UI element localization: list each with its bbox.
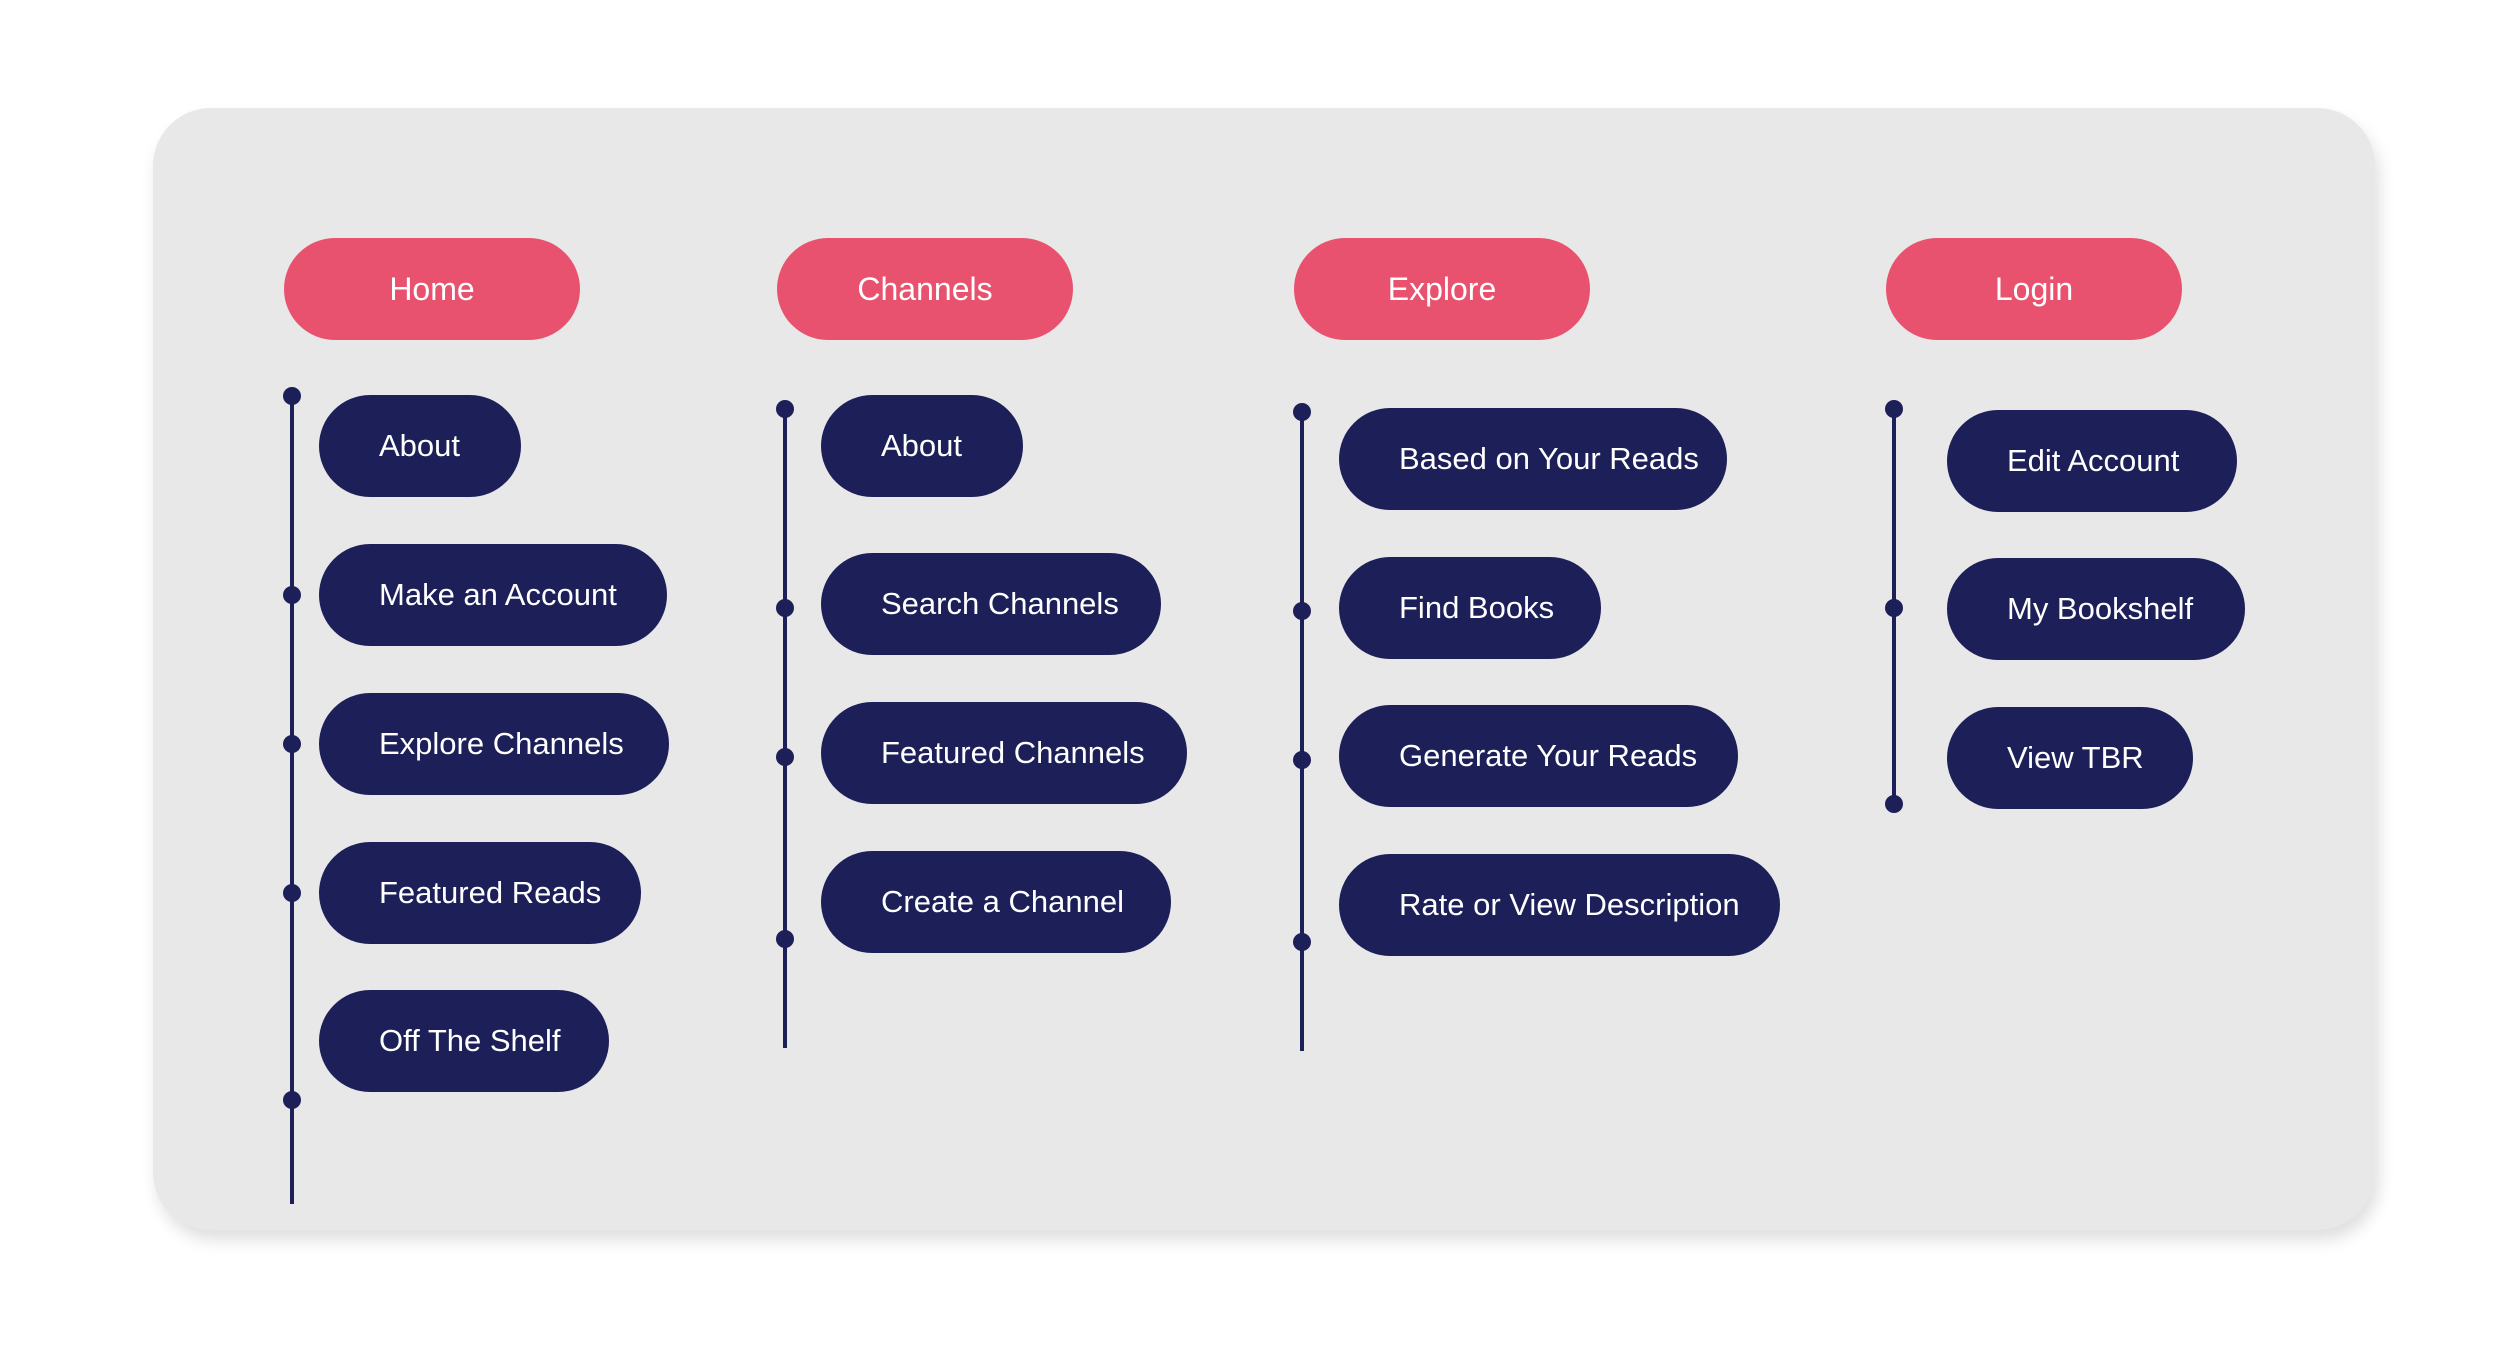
tree-dot bbox=[283, 586, 301, 604]
tree-line-explore bbox=[1300, 411, 1304, 1051]
item-home-about[interactable]: About bbox=[319, 395, 521, 497]
sitemap-card: Home About Make an Account Explore Chann… bbox=[153, 108, 2375, 1230]
tree-dot bbox=[283, 884, 301, 902]
tree-dot bbox=[776, 599, 794, 617]
tree-dot bbox=[283, 1091, 301, 1109]
item-home-make-account[interactable]: Make an Account bbox=[319, 544, 667, 646]
item-login-my-bookshelf[interactable]: My Bookshelf bbox=[1947, 558, 2245, 660]
tree-line-home bbox=[290, 395, 294, 1204]
item-home-featured-reads[interactable]: Featured Reads bbox=[319, 842, 641, 944]
item-channels-create[interactable]: Create a Channel bbox=[821, 851, 1171, 953]
item-channels-featured[interactable]: Featured Channels bbox=[821, 702, 1187, 804]
tree-dot bbox=[776, 400, 794, 418]
item-home-explore-channels[interactable]: Explore Channels bbox=[319, 693, 669, 795]
tree-dot bbox=[1293, 751, 1311, 769]
item-explore-find-books[interactable]: Find Books bbox=[1339, 557, 1601, 659]
item-login-view-tbr[interactable]: View TBR bbox=[1947, 707, 2193, 809]
tree-dot bbox=[1293, 403, 1311, 421]
tree-dot bbox=[776, 930, 794, 948]
tree-dot bbox=[1293, 602, 1311, 620]
item-login-edit-account[interactable]: Edit Account bbox=[1947, 410, 2237, 512]
header-home[interactable]: Home bbox=[284, 238, 580, 340]
tree-line-channels bbox=[783, 408, 787, 1048]
tree-dot bbox=[283, 387, 301, 405]
tree-dot bbox=[1885, 795, 1903, 813]
tree-dot bbox=[776, 748, 794, 766]
item-explore-rate-view[interactable]: Rate or View Description bbox=[1339, 854, 1780, 956]
header-explore[interactable]: Explore bbox=[1294, 238, 1590, 340]
tree-dot bbox=[1293, 933, 1311, 951]
item-channels-search[interactable]: Search Channels bbox=[821, 553, 1161, 655]
item-explore-based-on-reads[interactable]: Based on Your Reads bbox=[1339, 408, 1727, 510]
item-channels-about[interactable]: About bbox=[821, 395, 1023, 497]
tree-dot bbox=[283, 735, 301, 753]
tree-dot bbox=[1885, 400, 1903, 418]
item-explore-generate-reads[interactable]: Generate Your Reads bbox=[1339, 705, 1738, 807]
header-channels[interactable]: Channels bbox=[777, 238, 1073, 340]
tree-dot bbox=[1885, 599, 1903, 617]
item-home-off-the-shelf[interactable]: Off The Shelf bbox=[319, 990, 609, 1092]
header-login[interactable]: Login bbox=[1886, 238, 2182, 340]
